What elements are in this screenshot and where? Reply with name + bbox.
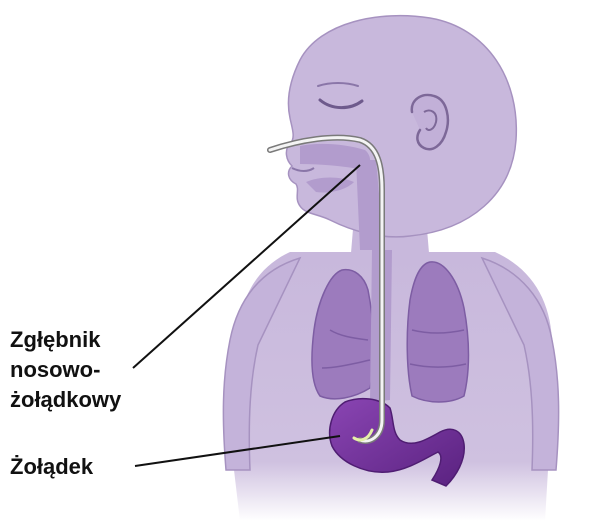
stomach-label: Żołądek (10, 452, 93, 482)
tube-label-line2: nosowo- (10, 355, 121, 385)
tube-label-line3: żołądkowy (10, 385, 121, 415)
tube-label-line1: Zgłębnik (10, 325, 121, 355)
head (286, 16, 516, 237)
nasogastric-tube-label: Zgłębnik nosowo- żołądkowy (10, 325, 121, 415)
ear-icon (412, 95, 448, 149)
